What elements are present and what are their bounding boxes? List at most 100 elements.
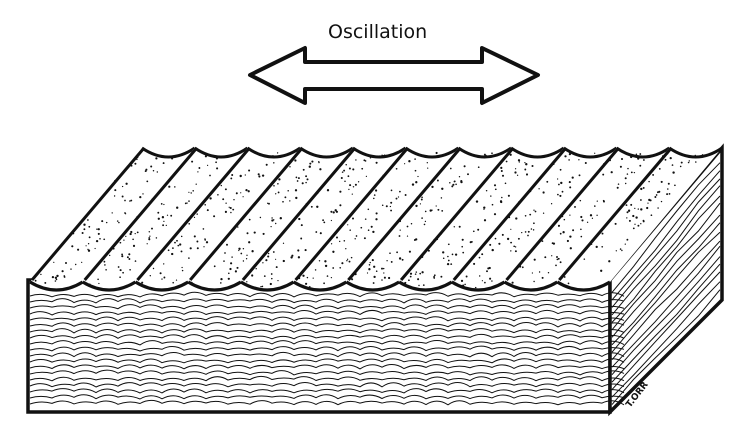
stipple-dot (668, 193, 671, 195)
stipple-dot (635, 153, 638, 156)
stipple-dot (326, 189, 330, 192)
stipple-dot (271, 217, 273, 219)
stipple-dot (261, 285, 264, 288)
stipple-dot (592, 175, 595, 178)
stipple-dot (230, 262, 233, 265)
ripple-crest-line (83, 147, 198, 281)
stipple-dot (348, 188, 350, 191)
stipple-dot (238, 247, 241, 250)
stipple-dot (309, 162, 312, 165)
stipple-dot (302, 168, 305, 171)
stipple-dot (514, 168, 517, 170)
stipple-dot (311, 160, 314, 163)
stipple-dot (401, 258, 404, 261)
stipple-dot (351, 278, 354, 281)
stipple-dot (447, 255, 449, 258)
stipple-dot (634, 155, 637, 157)
ripple-crest-line (347, 147, 462, 281)
stipple-dot (222, 198, 225, 201)
stipple-dot (460, 279, 464, 283)
stipple-dot (386, 170, 389, 172)
stipple-dot (70, 268, 72, 270)
ripple-crest-line (558, 147, 673, 281)
stipple-dot (150, 165, 153, 168)
stipple-dot (306, 276, 309, 279)
stipple-dot (223, 260, 225, 262)
stipple-dot (562, 231, 565, 234)
stipple-dot (389, 252, 391, 255)
stipple-dot (259, 216, 262, 219)
stipple-dot (220, 184, 222, 187)
ripple-back-edge (404, 146, 460, 159)
stipple-dot (205, 241, 209, 244)
stipple-dot (141, 281, 144, 284)
ripple-back-edge (457, 146, 512, 159)
stipple-dot (349, 184, 352, 187)
stipple-dot (296, 180, 299, 182)
stipple-dot (514, 171, 517, 174)
stipple-dot (253, 231, 256, 234)
stipple-dot (414, 169, 417, 172)
stipple-dot (287, 190, 289, 192)
stipple-dot (483, 206, 486, 209)
stipple-dot (458, 176, 461, 178)
stipple-dot (566, 239, 569, 243)
stipple-dot (630, 155, 633, 159)
stipple-dot (680, 161, 683, 164)
ripple-back-edge (299, 146, 354, 159)
stipple-dot (383, 276, 386, 279)
ripple-trough-edge (134, 280, 190, 292)
side-grain-texture (611, 162, 721, 405)
stipple-dot (215, 161, 217, 164)
grain-line (611, 231, 721, 353)
stipple-dot (361, 167, 364, 170)
stipple-dot (61, 270, 64, 273)
stipple-dot (429, 209, 432, 212)
stipple-dot (152, 267, 155, 270)
stipple-dot (483, 219, 487, 222)
stipple-dot (300, 237, 303, 240)
stipple-dot (640, 208, 643, 211)
stipple-dot (490, 195, 492, 197)
stipple-dot (142, 193, 144, 195)
ripple-trough-edge (81, 280, 137, 292)
stipple-dot (578, 159, 580, 161)
stipple-dot (335, 236, 339, 239)
stipple-dot (370, 225, 373, 228)
lamina-line (29, 298, 625, 304)
stipple-dot (175, 279, 178, 281)
lamina-line (29, 328, 625, 334)
stipple-dot (542, 212, 545, 214)
stipple-dot (347, 224, 349, 226)
stipple-dot (276, 152, 279, 154)
stipple-dot (87, 243, 90, 245)
stipple-dot (282, 200, 284, 203)
stipple-dot (112, 247, 115, 250)
stipple-dot (238, 249, 240, 252)
stipple-dot (332, 267, 335, 269)
stipple-dot (151, 227, 153, 230)
stipple-dot (621, 249, 623, 252)
stipple-dot (569, 247, 572, 250)
stipple-dot (119, 241, 122, 244)
stipple-dot (556, 178, 559, 180)
stipple-dot (224, 252, 226, 254)
stipple-dot (479, 275, 481, 277)
stipple-dot (229, 206, 232, 210)
stipple-dot (300, 224, 303, 227)
sediment-block (26, 143, 724, 417)
stipple-dot (95, 239, 99, 243)
ripple-trough-edge (187, 280, 242, 292)
stipple-dot (388, 276, 391, 280)
stipple-dot (312, 277, 314, 279)
grain-line (611, 281, 721, 398)
stipple-dot (422, 284, 425, 286)
stipple-dot (180, 250, 183, 253)
stipple-dot (442, 257, 445, 259)
grain-line (611, 271, 721, 390)
stipple-dot (541, 276, 544, 279)
stipple-dot (188, 200, 190, 202)
stipple-dot (342, 223, 345, 226)
stipple-dot (265, 163, 268, 166)
stipple-dot (332, 250, 335, 253)
